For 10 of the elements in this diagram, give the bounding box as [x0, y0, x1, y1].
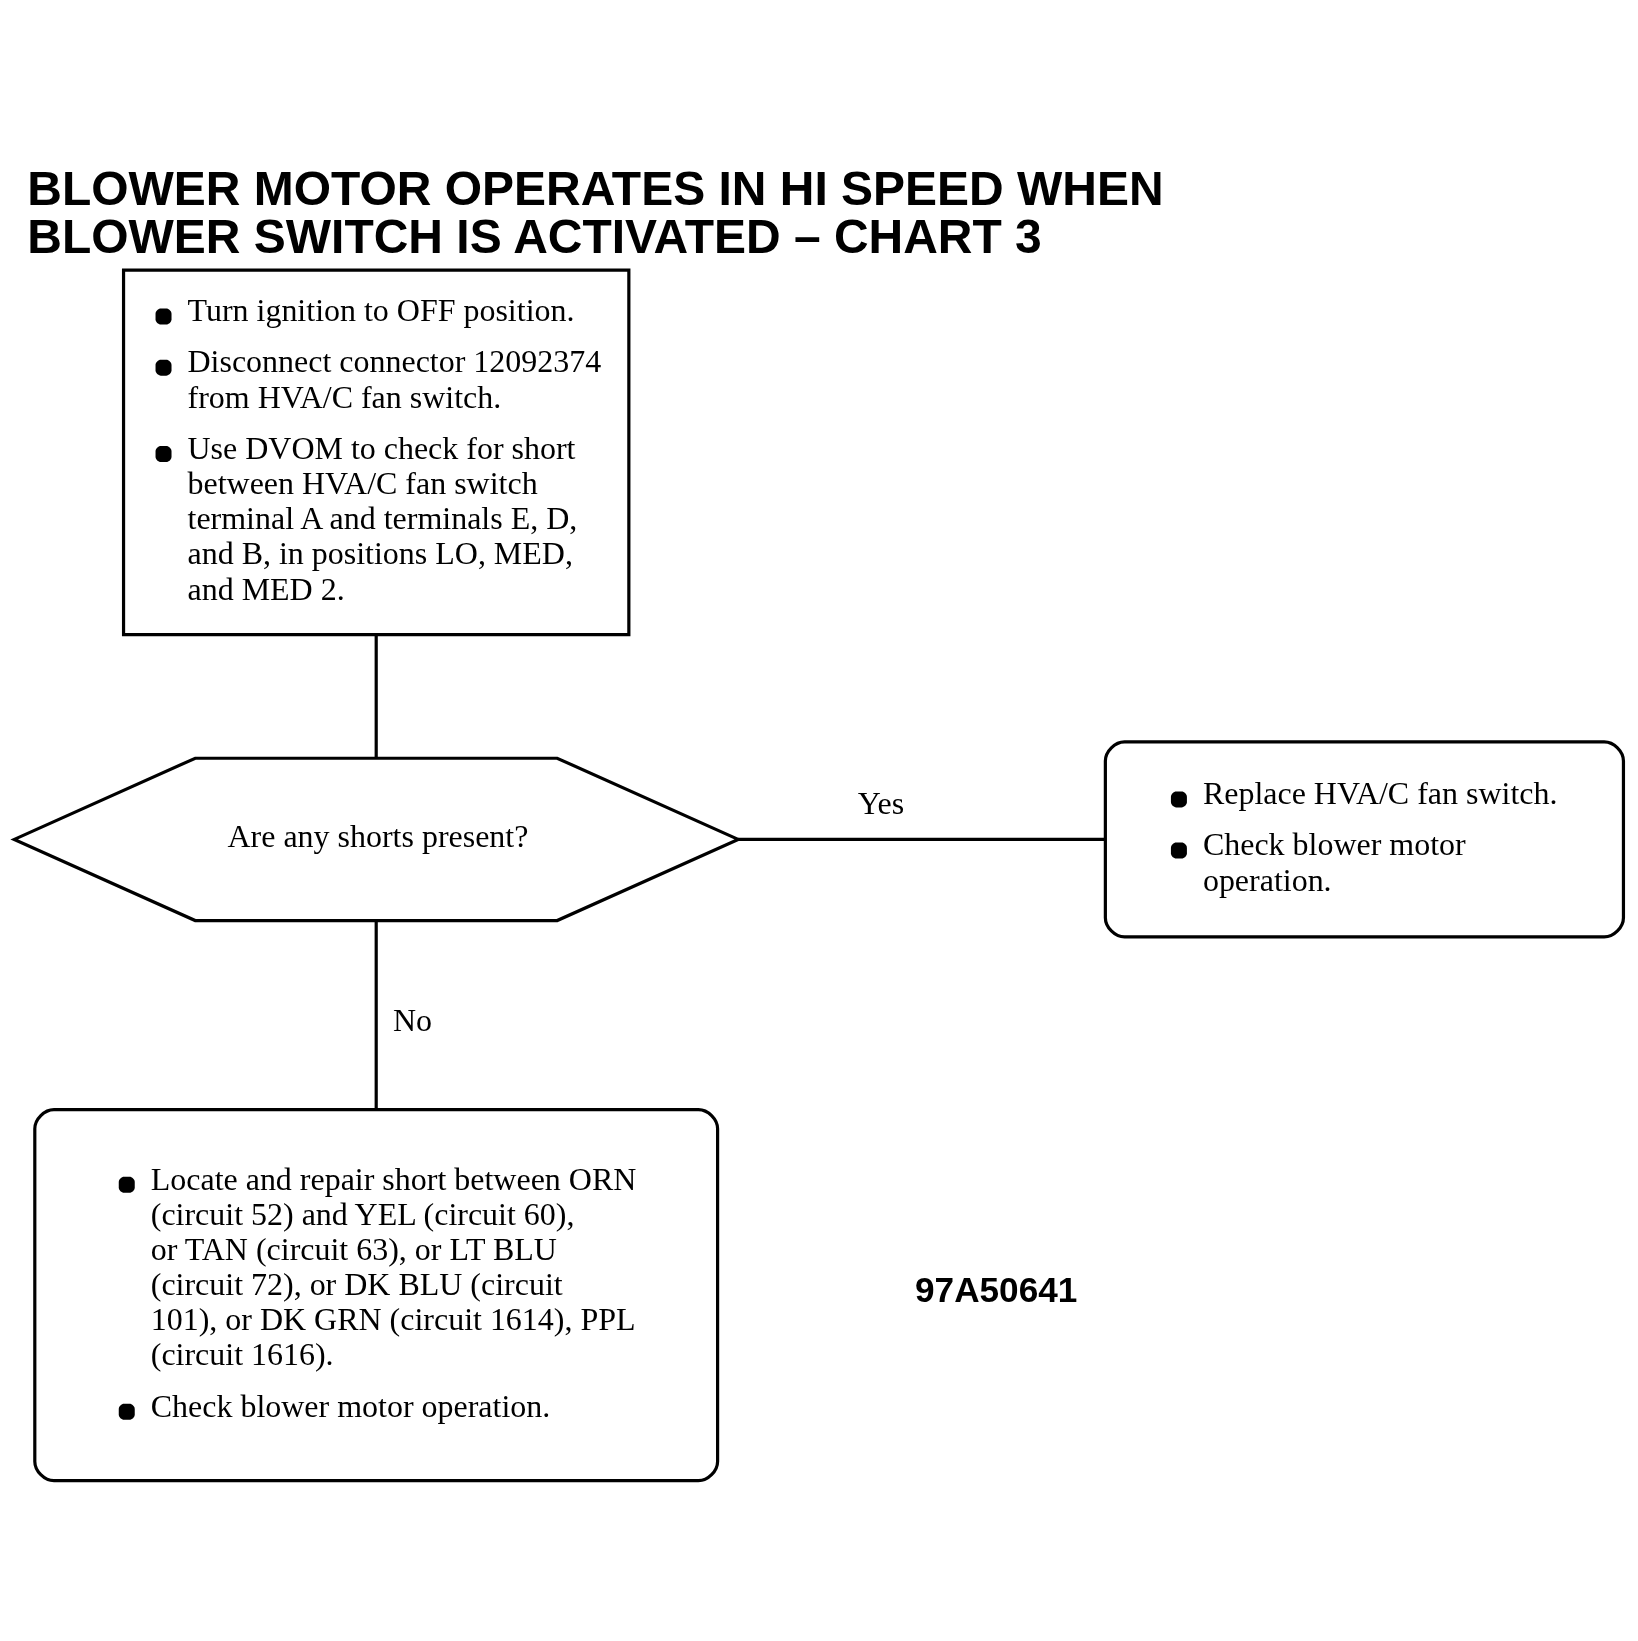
edge-label: Yes [857, 785, 905, 821]
connector [374, 920, 378, 1109]
label: 97A50641 [915, 1269, 1078, 1309]
node-box: Turn ignition to OFF position. Disconnect connector 12092374 from HVA/C fan switch. Use DVOM to check for short between HVA/C fan switch terminal A and terminals E, D, and B, in positions LO, MED, and MED 2. [121, 268, 631, 636]
node-box: Replace HVA/C fan switch. Check blower motor operation. [1103, 739, 1626, 939]
node-box: Locate and repair short between ORN (circuit 52) and YEL (circuit 60), or TAN (circuit 63), or LT BLU (circuit 72), or DK BLU (circuit 101), or DK GRN (circuit 1614), PPL (circuit 1616). Check blower motor operation. [33, 1107, 720, 1482]
diagram-title: BLOWER MOTOR OPERATES IN HI SPEED WHEN BLOWER SWITCH IS ACTIVATED – CHART 3 [27, 161, 1164, 263]
connector [737, 837, 1106, 841]
edge-label: No [392, 1002, 433, 1038]
connector [374, 634, 378, 758]
